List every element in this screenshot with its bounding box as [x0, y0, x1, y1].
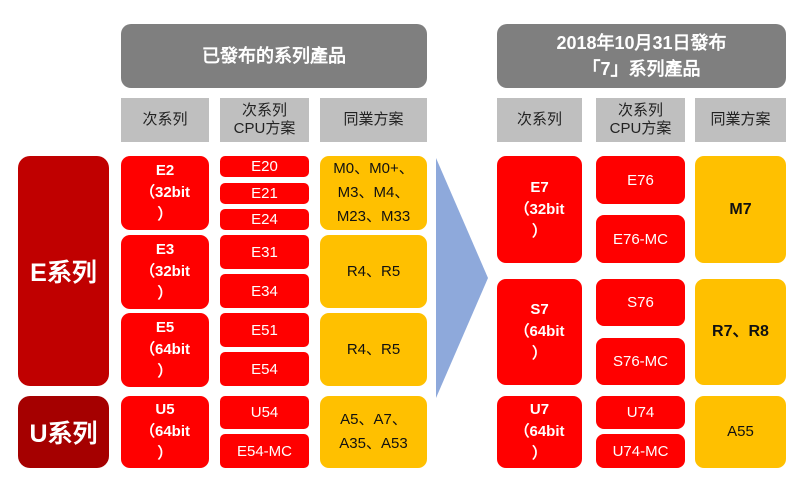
subseries-e2: E2 （32bit ）: [121, 156, 209, 230]
subseries-u5-name: U5: [155, 401, 175, 418]
subseries-s7: S7 （64bit ）: [497, 279, 582, 385]
subseries-u7: U7 （64bit ）: [497, 396, 582, 468]
competitor-e5-text: R4、R5: [346, 340, 401, 358]
right-header-competitor-text: 同業方案: [710, 111, 771, 128]
core-e21-label: E21: [251, 185, 278, 202]
right-header-subseries-text: 次系列: [516, 111, 562, 128]
competitor-e7-text: M7: [729, 200, 752, 218]
subseries-e5-name: E5: [155, 319, 175, 336]
subseries-e5: E5 （64bit ）: [121, 313, 209, 387]
subseries-u7-close: ）: [531, 445, 547, 462]
right-header-competitor: 同業方案: [695, 98, 786, 142]
subseries-e2-name: E2: [155, 162, 175, 179]
core-s76-mc-label: S76-MC: [612, 353, 668, 370]
family-u-series: U系列: [18, 396, 109, 468]
competitor-u5-line1: A5、A7、: [340, 411, 407, 428]
right-header-cpu: 次系列 CPU方案: [596, 98, 685, 142]
core-e76-mc-label: E76-MC: [612, 230, 668, 248]
core-u54: U54: [220, 396, 309, 429]
competitor-s7: R7、R8: [695, 279, 786, 385]
core-u74: U74: [596, 396, 685, 429]
subseries-s7-name: S7: [530, 301, 549, 318]
core-u74-mc: U74-MC: [596, 434, 685, 468]
subseries-u7-name: U7: [529, 401, 550, 418]
subseries-u5-bits: （64bit: [139, 423, 190, 440]
competitor-u7-text: A55: [727, 423, 754, 440]
competitor-e2-line2: M3、M4、: [337, 184, 410, 201]
competitor-u5: A5、A7、 A35、A53: [320, 396, 427, 468]
core-e24-label: E24: [251, 211, 278, 228]
core-e34-label: E34: [251, 282, 278, 300]
family-e-series: E系列: [18, 156, 109, 386]
subseries-s7-bits: （64bit: [514, 323, 565, 340]
family-e-series-label: E系列: [30, 259, 97, 287]
core-e54-label: E54: [251, 360, 278, 378]
core-e51-label: E51: [251, 321, 278, 339]
competitor-e3-text: R4、R5: [346, 262, 401, 280]
subseries-e5-close: ）: [157, 363, 173, 380]
left-header-cpu-line2: CPU方案: [233, 120, 296, 137]
core-s76-mc: S76-MC: [596, 338, 685, 385]
family-u-series-label: U系列: [29, 420, 98, 448]
subseries-e3: E3 （32bit ）: [121, 235, 209, 309]
left-header-cpu-line1: 次系列: [241, 102, 287, 119]
subseries-e7-close: ）: [531, 222, 547, 240]
transition-arrow-icon: [436, 158, 488, 398]
core-s76-label: S76: [627, 294, 654, 311]
competitor-e7: M7: [695, 156, 786, 263]
left-header-competitor: 同業方案: [320, 98, 427, 142]
competitor-e5: R4、R5: [320, 313, 427, 386]
core-e34: E34: [220, 274, 309, 308]
subseries-e5-bits: （64bit: [139, 341, 190, 358]
core-s76: S76: [596, 279, 685, 326]
left-header-subseries-text: 次系列: [142, 111, 188, 128]
core-e20: E20: [220, 156, 309, 177]
core-e31-label: E31: [251, 243, 278, 261]
left-header-competitor-text: 同業方案: [343, 111, 404, 128]
left-banner-text: 已發布的系列產品: [202, 46, 346, 66]
right-header-cpu-line2: CPU方案: [609, 120, 672, 137]
left-header-cpu: 次系列 CPU方案: [220, 98, 309, 142]
competitor-u5-line2: A35、A53: [339, 435, 408, 452]
core-e54: E54: [220, 352, 309, 386]
core-e20-label: E20: [251, 158, 278, 175]
subseries-e7-name: E7: [530, 178, 549, 196]
core-e24: E24: [220, 209, 309, 230]
subseries-s7-close: ）: [531, 345, 547, 362]
left-banner: 已發布的系列產品: [121, 24, 427, 88]
right-banner-line2: 「7」系列產品: [582, 59, 701, 79]
subseries-e3-close: ）: [157, 285, 173, 302]
competitor-e2-line3: M23、M33: [336, 208, 411, 225]
competitor-s7-text: R7、R8: [712, 323, 769, 340]
subseries-e2-bits: （32bit: [139, 184, 190, 201]
core-e31: E31: [220, 235, 309, 269]
right-header-cpu-line1: 次系列: [617, 102, 663, 119]
core-e21: E21: [220, 183, 309, 204]
core-e54-mc-label: E54-MC: [236, 442, 292, 460]
subseries-u5-close: ）: [157, 445, 173, 462]
core-e51: E51: [220, 313, 309, 347]
core-u54-label: U54: [250, 404, 279, 421]
subseries-u7-bits: （64bit: [514, 423, 565, 440]
subseries-e2-close: ）: [157, 206, 173, 223]
core-u74-label: U74: [626, 404, 655, 421]
core-e76-mc: E76-MC: [596, 215, 685, 263]
subseries-e7: E7 （32bit ）: [497, 156, 582, 263]
core-e76: E76: [596, 156, 685, 204]
subseries-e3-name: E3: [155, 241, 175, 258]
right-banner: 2018年10月31日發布 「7」系列產品: [497, 24, 786, 88]
subseries-e3-bits: （32bit: [139, 263, 190, 280]
competitor-e2-line1: M0、M0+、: [333, 160, 414, 177]
core-e76-label: E76: [627, 171, 654, 189]
subseries-u5: U5 （64bit ）: [121, 396, 209, 468]
left-header-subseries: 次系列: [121, 98, 209, 142]
competitor-u7: A55: [695, 396, 786, 468]
right-banner-line1: 2018年10月31日發布: [556, 33, 727, 53]
core-u74-mc-label: U74-MC: [612, 442, 669, 460]
subseries-e7-bits: （32bit: [514, 200, 565, 218]
right-header-subseries: 次系列: [497, 98, 582, 142]
core-e54-mc: E54-MC: [220, 434, 309, 468]
competitor-e3: R4、R5: [320, 235, 427, 308]
competitor-e2: M0、M0+、 M3、M4、 M23、M33: [320, 156, 427, 230]
